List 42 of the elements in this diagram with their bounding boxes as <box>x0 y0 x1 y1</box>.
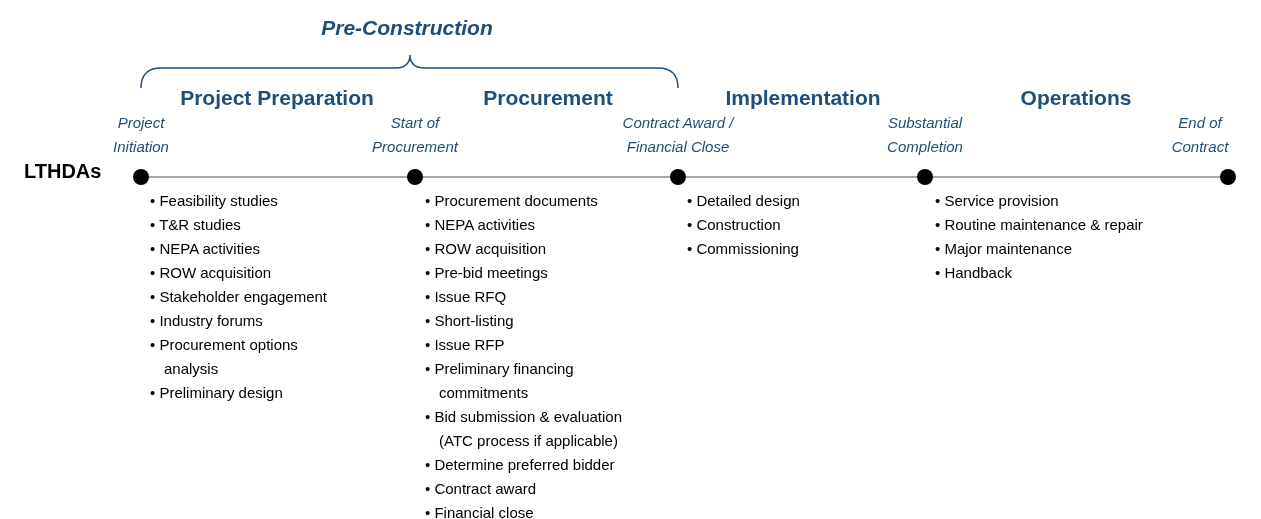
bullet-item: • Service provision <box>935 191 1060 211</box>
phase-heading: Implementation <box>725 86 881 110</box>
phase-heading: Procurement <box>483 86 613 110</box>
bullet-item: • Determine preferred bidder <box>425 455 616 475</box>
bullet-item: • Construction <box>687 215 782 235</box>
bullet-item: • Preliminary design <box>150 383 284 403</box>
bullet-item: • Contract award <box>425 479 538 499</box>
bullet-item: • ROW acquisition <box>425 239 548 259</box>
bullet-item: • Pre-bid meetings <box>425 263 549 283</box>
bullet-item: • Routine maintenance & repair <box>935 215 1144 235</box>
bullet-item: • Commissioning <box>687 239 800 259</box>
milestone-label: Start of Procurement <box>371 113 460 157</box>
timeline-line <box>422 176 671 178</box>
phase-heading: Project Preparation <box>180 86 374 110</box>
bullet-item: • Short-listing <box>425 311 515 331</box>
timeline-line <box>685 176 918 178</box>
bullet-item: • Financial close <box>425 503 535 519</box>
bullet-item: • Procurement options analysis <box>150 335 299 379</box>
bullet-item: • Issue RFP <box>425 335 506 355</box>
phase-heading: Operations <box>1020 86 1132 110</box>
row-label: LTHDAs <box>24 160 102 183</box>
bullet-item: • Issue RFQ <box>425 287 508 307</box>
milestone-label: Substantial Completion <box>886 113 964 157</box>
bullet-item: • Bid submission & evaluation (ATC process if applicable) <box>425 407 624 451</box>
milestone-label: End of Contract <box>1170 113 1230 157</box>
bullet-item: • Procurement documents <box>425 191 599 211</box>
bullet-item: • NEPA activities <box>425 215 536 235</box>
bullet-item: • Handback <box>935 263 1013 283</box>
timeline-line <box>932 176 1221 178</box>
bullet-item: • Industry forums <box>150 311 264 331</box>
milestone-label: Contract Award / Financial Close <box>621 113 736 157</box>
bullet-item: • T&R studies <box>150 215 242 235</box>
bullet-item: • Major maintenance <box>935 239 1073 259</box>
milestone-label: Project Initiation <box>112 113 170 157</box>
bullet-item: • Preliminary financing commitments <box>425 359 575 403</box>
group-heading: Pre-Construction <box>321 16 493 40</box>
bullet-item: • NEPA activities <box>150 239 261 259</box>
bullet-item: • Detailed design <box>687 191 801 211</box>
bullet-item: • Feasibility studies <box>150 191 279 211</box>
bullet-item: • Stakeholder engagement <box>150 287 329 307</box>
timeline-line <box>148 176 408 178</box>
bullet-item: • ROW acquisition <box>150 263 273 283</box>
